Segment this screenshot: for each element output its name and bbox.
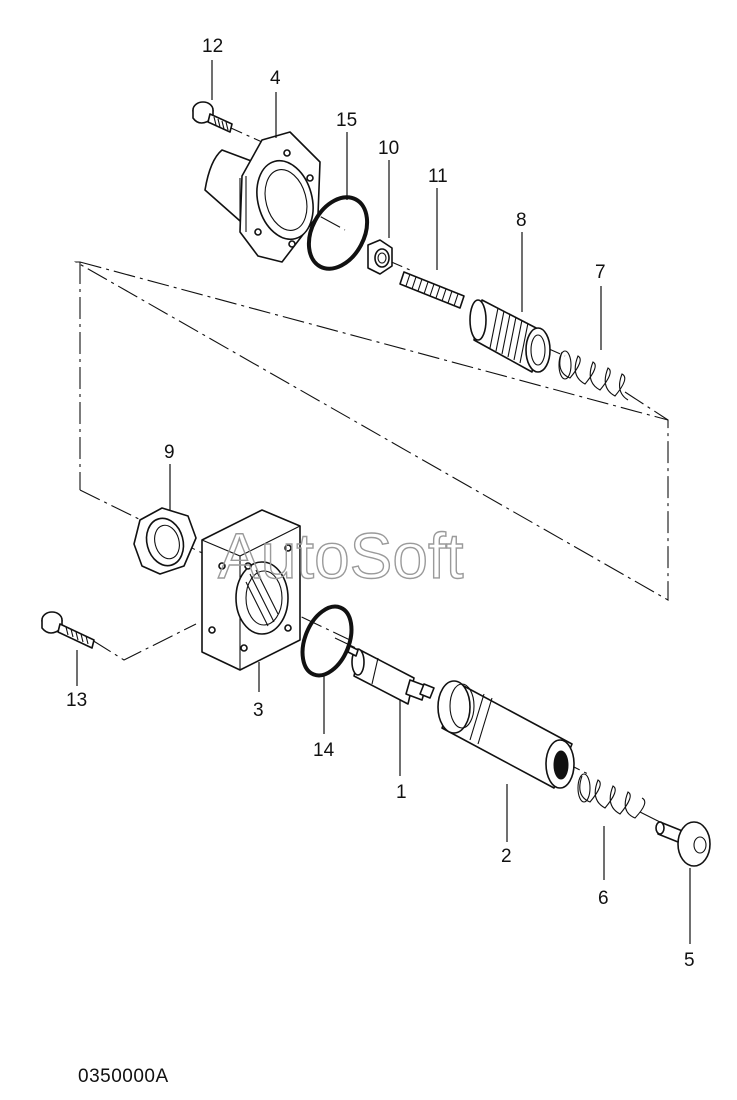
part-5-spring-seat — [655, 821, 711, 867]
part-2-plunger-barrel — [437, 680, 575, 789]
label-7: 7 — [595, 262, 606, 283]
part-8-adjusting-sleeve — [469, 299, 551, 373]
part-4-flange-housing — [204, 131, 321, 263]
label-11: 11 — [428, 166, 448, 187]
part-9-lock-nut — [133, 507, 197, 575]
label-4: 4 — [270, 68, 281, 89]
assembly-axis-line — [73, 261, 669, 601]
label-8: 8 — [516, 210, 527, 231]
label-6: 6 — [598, 888, 609, 909]
assembly-axis-6-to-5 — [639, 811, 669, 827]
label-3: 3 — [253, 700, 264, 721]
label-9: 9 — [164, 442, 175, 463]
part-14-o-ring — [300, 604, 354, 678]
label-13: 13 — [66, 690, 87, 711]
assembly-axis-to-9 — [79, 489, 146, 523]
part-12-cap-screw — [192, 101, 233, 133]
part-7-spring — [558, 350, 629, 401]
part-13-cap-screw — [41, 611, 95, 649]
label-14: 14 — [313, 740, 335, 761]
label-10: 10 — [378, 138, 399, 159]
leader-lines — [76, 60, 691, 944]
watermark: AutoSoft — [218, 520, 464, 592]
part-1-valve-spool — [347, 645, 435, 705]
bolt-13-axis — [91, 623, 197, 661]
label-5: 5 — [684, 950, 695, 971]
part-3-valve-body — [201, 509, 301, 671]
part-11-threaded-stud — [399, 271, 465, 309]
label-1: 1 — [396, 782, 407, 803]
label-12: 12 — [202, 36, 223, 57]
drawing-code: 0350000A — [78, 1066, 169, 1087]
part-labels: 12 4 15 10 11 8 7 9 13 3 14 1 2 6 5 — [66, 36, 695, 971]
part-6-spring — [577, 773, 646, 819]
part-15-o-ring — [306, 195, 370, 271]
label-2: 2 — [501, 846, 512, 867]
label-15: 15 — [336, 110, 357, 131]
part-10-hex-nut — [367, 239, 393, 275]
upper-axis-7-end — [624, 391, 669, 421]
